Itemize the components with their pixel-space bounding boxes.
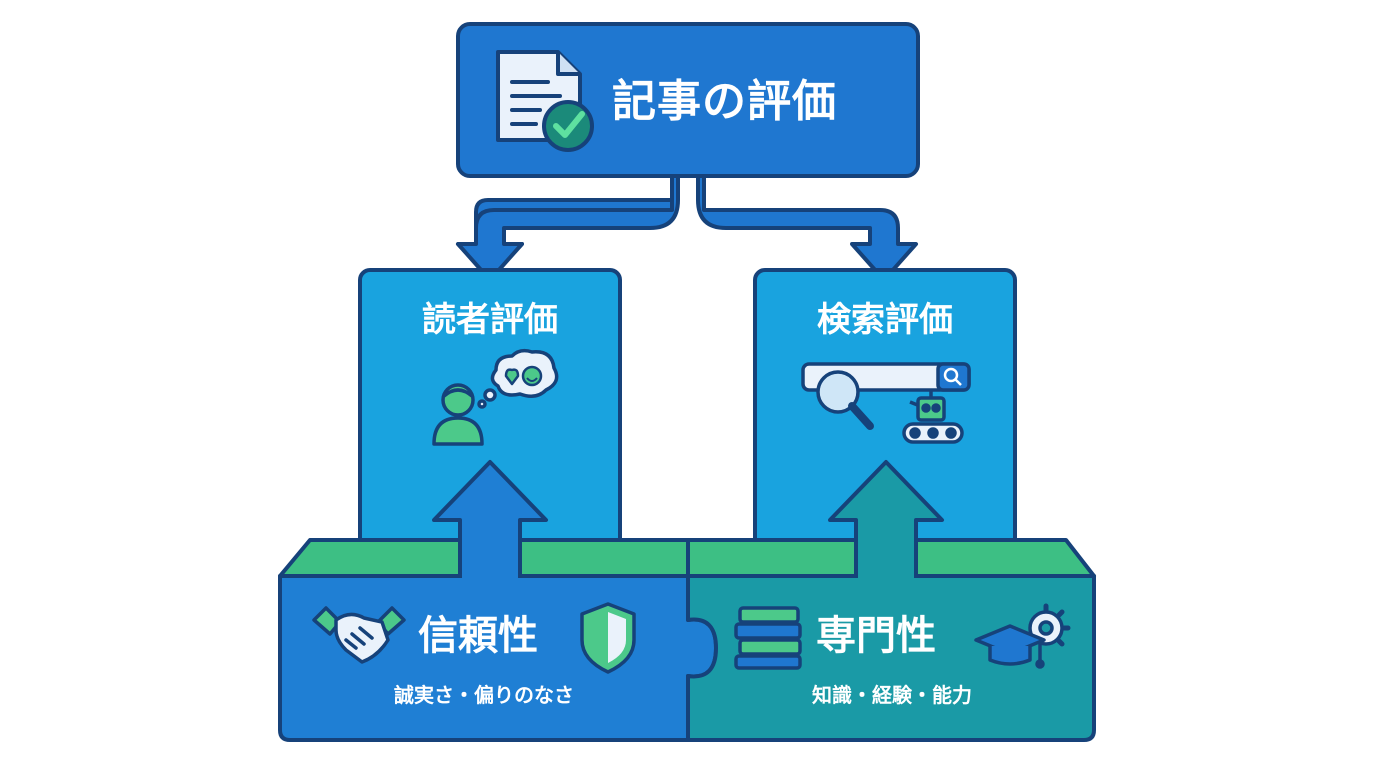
handshake-icon [312, 606, 406, 664]
trust-subtitle: 誠実さ・偏りのなさ [394, 683, 574, 707]
connector-right-arrow [696, 174, 918, 282]
shield-icon [580, 602, 636, 674]
search-evaluation-title: 検索評価 [817, 300, 953, 340]
document-check-icon [496, 50, 594, 152]
reader-thought-icon [432, 348, 559, 446]
expertise-title: 専門性 [816, 613, 936, 659]
graduation-gear-icon [974, 603, 1071, 669]
trust-up-arrow [432, 460, 548, 578]
trust-title: 信頼性 [418, 613, 538, 659]
connector-arrows [456, 174, 918, 282]
reader-evaluation-title: 読者評価 [422, 300, 558, 340]
main-title: 記事の評価 [612, 76, 837, 127]
books-icon [734, 606, 802, 670]
search-robot-icon [801, 362, 971, 444]
expert-up-arrow [828, 460, 944, 578]
expertise-subtitle: 知識・経験・能力 [812, 683, 972, 707]
foundation-blocks [278, 538, 1096, 742]
